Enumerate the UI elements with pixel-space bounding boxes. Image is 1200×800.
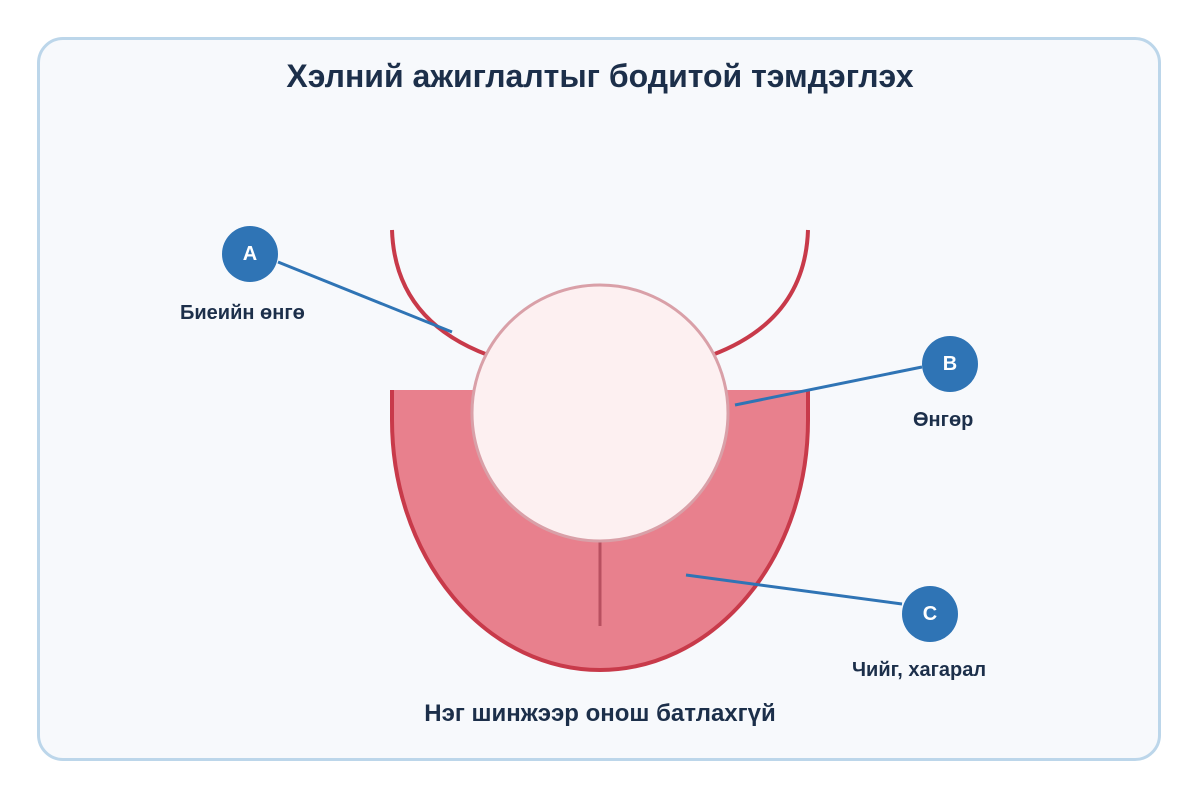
marker-a-label: Биеийн өнгө <box>180 302 305 324</box>
diagram-title: Хэлний ажиглалтыг бодитой тэмдэглэх <box>286 58 914 94</box>
marker-b-label: Өнгөр <box>913 409 974 431</box>
tongue-outline <box>390 390 810 672</box>
diagram-caption: Нэг шинжээр онош батлахгүй <box>424 700 776 727</box>
marker-c-badge: C <box>902 586 958 642</box>
leader-line-b <box>734 365 923 407</box>
mouth-curve-right <box>711 229 810 357</box>
tongue-coating <box>470 283 730 543</box>
mouth-curve-left <box>390 229 489 357</box>
leader-line-c <box>685 573 903 606</box>
leader-line-a <box>277 260 453 334</box>
marker-b-badge: B <box>922 336 978 392</box>
marker-a-badge: A <box>222 226 278 282</box>
marker-c-label: Чийг, хагарал <box>852 659 987 681</box>
